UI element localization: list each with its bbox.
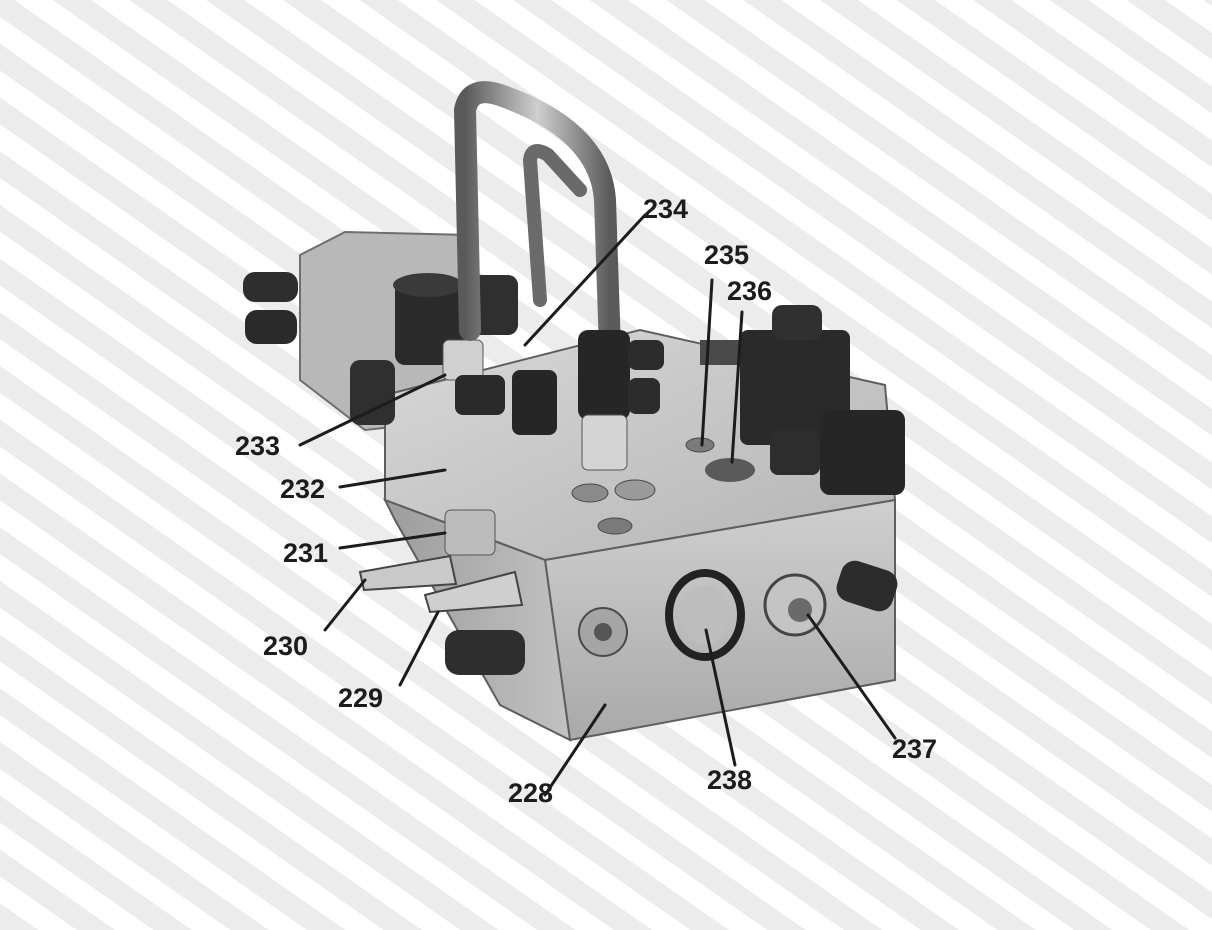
- callout-237: 237: [892, 734, 938, 764]
- leader-line-228: [543, 703, 607, 797]
- callout-229: 229: [338, 683, 384, 713]
- top-components: [350, 81, 905, 495]
- callout-235: 235: [704, 240, 750, 270]
- callout-238: 238: [707, 765, 753, 795]
- leader-line-229: [398, 610, 440, 687]
- callout-234: 234: [643, 194, 689, 224]
- leader-line-230: [323, 578, 367, 632]
- callout-230: 230: [263, 631, 309, 661]
- leader-line-235: [700, 278, 714, 447]
- leader-line-233: [298, 373, 447, 447]
- side-fittings: [358, 509, 525, 675]
- leader-line-231: [338, 531, 447, 550]
- leader-line-238: [704, 628, 737, 767]
- leader-line-232: [338, 468, 447, 489]
- callout-231: 231: [283, 538, 329, 568]
- callout-228: 228: [508, 778, 554, 808]
- leader-line-234: [523, 213, 647, 347]
- callout-236: 236: [727, 276, 773, 306]
- callout-233: 233: [235, 431, 281, 461]
- leader-line-236: [730, 310, 744, 464]
- leader-line-237: [806, 613, 897, 740]
- callout-232: 232: [280, 474, 326, 504]
